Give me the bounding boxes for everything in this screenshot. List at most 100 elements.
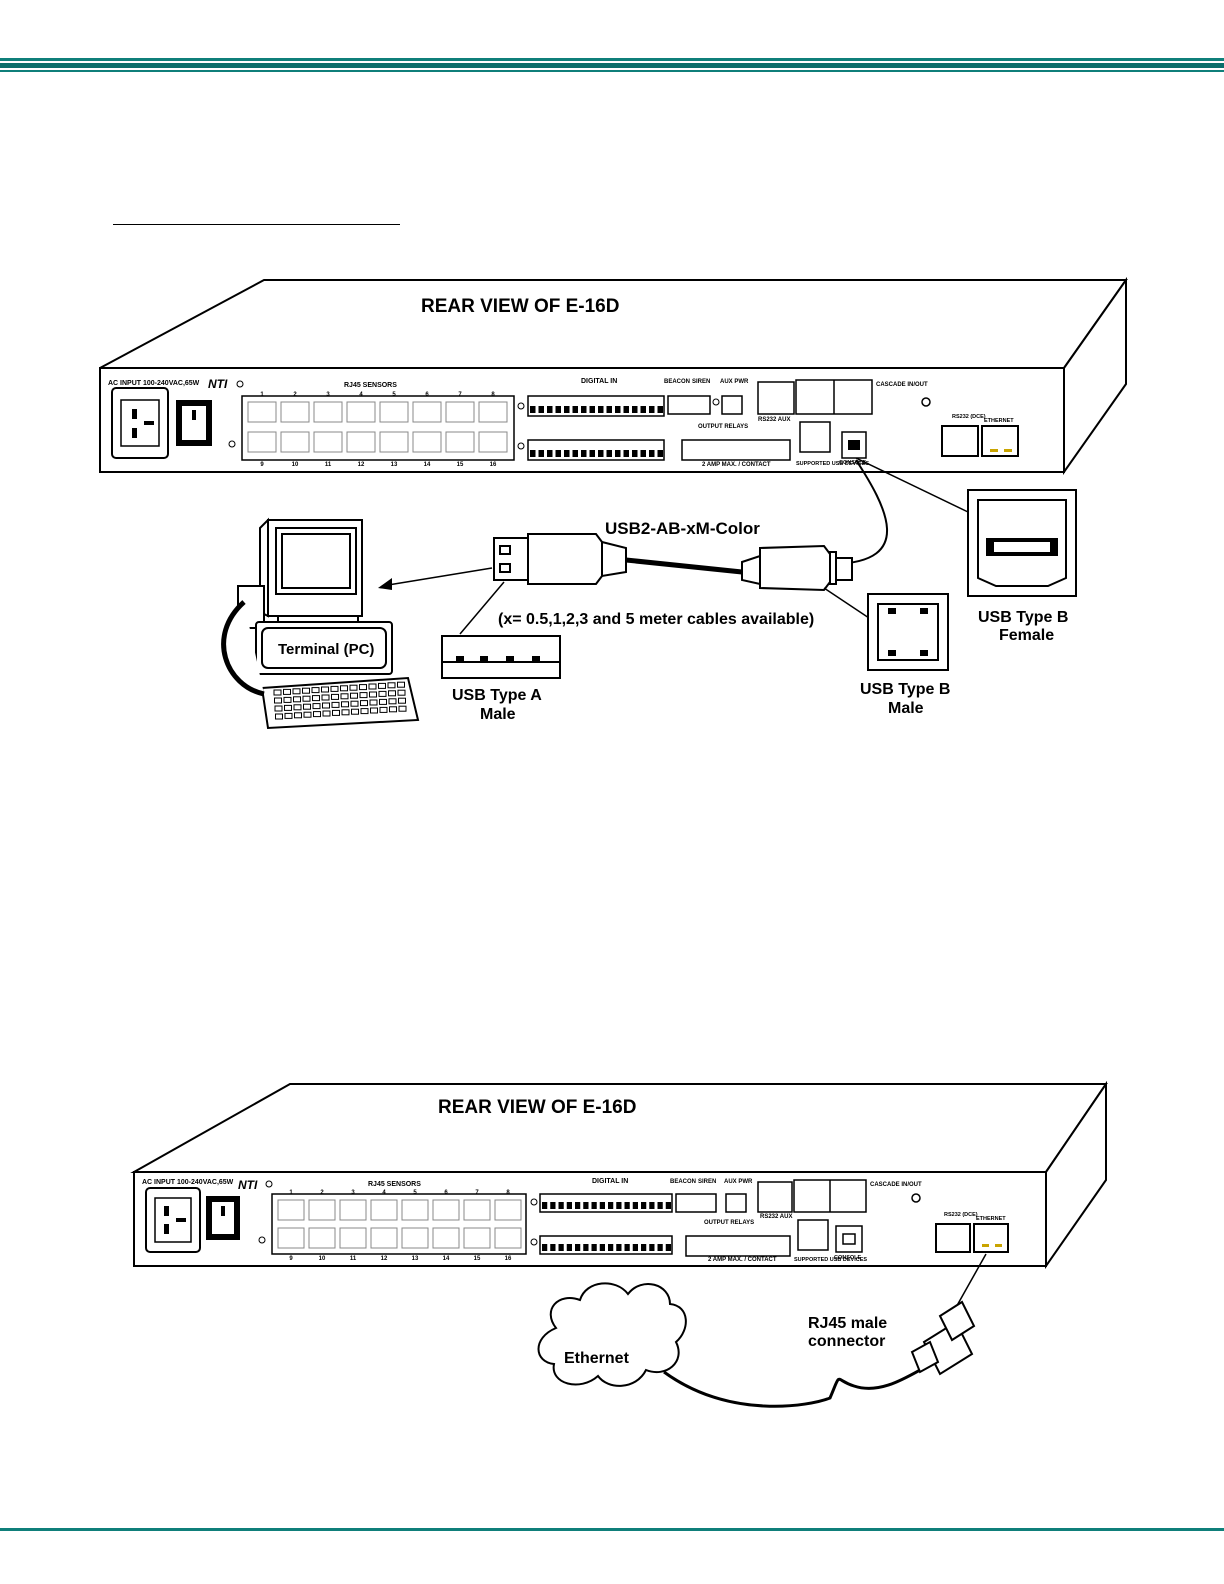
rj45-ports-bottom-row xyxy=(277,1227,522,1249)
ethernet-port-label: ETHERNET xyxy=(976,1216,1006,1222)
terminal-screw xyxy=(547,406,553,413)
terminal-screw xyxy=(566,1244,572,1251)
rj45-sensor-port xyxy=(313,401,343,423)
keyboard-key xyxy=(340,693,349,700)
rj45-sensor-port xyxy=(277,1199,305,1221)
port-number: 12 xyxy=(381,1256,388,1262)
keyboard-key xyxy=(294,712,302,719)
digital-in-terminals-bottom xyxy=(527,439,665,461)
terminal-screw xyxy=(641,1244,647,1251)
port-number: 6 xyxy=(444,1190,448,1196)
terminal-screw xyxy=(657,450,663,457)
keyboard-key xyxy=(350,700,359,707)
header-rule xyxy=(0,58,1224,74)
port-number: 6 xyxy=(425,392,429,398)
rj45-sensors-label: RJ45 SENSORS xyxy=(368,1181,421,1188)
keyboard-key xyxy=(284,704,292,711)
port-number: 7 xyxy=(458,392,462,398)
keyboard-key xyxy=(302,687,310,694)
port-number: 1 xyxy=(260,392,264,398)
section-heading-underline xyxy=(113,224,400,225)
rj45-sensor-port xyxy=(280,431,310,453)
ethernet-cloud xyxy=(537,1282,687,1387)
rj45-sensor-port xyxy=(432,1227,460,1249)
terminal-screw xyxy=(615,450,621,457)
usb-type-b-female-label-line1: USB Type B xyxy=(978,609,1068,626)
terminal-screw xyxy=(632,1244,638,1251)
ethernet-cloud-label: Ethernet xyxy=(564,1350,630,1367)
terminal-screw xyxy=(599,1202,605,1209)
rj45-sensor-port xyxy=(346,431,376,453)
terminal-screw xyxy=(608,1244,614,1251)
ethernet-cable xyxy=(663,1368,921,1408)
keyboard-key xyxy=(303,703,311,710)
rj45-sensor-port xyxy=(445,401,475,423)
usb-type-b-male-label-line1: USB Type B xyxy=(860,681,950,698)
callout-line-female xyxy=(855,457,969,513)
terminal-screw xyxy=(624,1244,630,1251)
siren-label: SIREN xyxy=(698,1179,716,1185)
terminal-screw xyxy=(542,1202,548,1209)
beacon-label: BEACON xyxy=(670,1179,696,1185)
rs232-aux-port xyxy=(757,381,795,415)
rj45-ports-bottom-row xyxy=(247,431,508,453)
ethernet-port-label: ETHERNET xyxy=(984,418,1014,424)
keyboard-key xyxy=(378,690,387,697)
usb-type-a-label-line2: Male xyxy=(480,706,516,723)
keyboard-key xyxy=(397,689,406,696)
beacon-label: BEACON xyxy=(664,379,690,385)
keyboard-key xyxy=(274,705,283,712)
usb-a-contacts xyxy=(456,656,540,661)
terminal-screw xyxy=(606,406,612,413)
rs232-aux-port xyxy=(757,1181,793,1213)
rj45-sensor-port xyxy=(412,431,442,453)
console-label: CONSOLE xyxy=(839,460,867,466)
terminal-screw xyxy=(542,1244,548,1251)
keyboard-key xyxy=(322,710,331,717)
rj45-male-plug xyxy=(910,1300,976,1376)
port-number: 11 xyxy=(325,462,332,468)
terminal-screw xyxy=(615,406,621,413)
terminal-screws xyxy=(530,406,663,457)
rj45-sensor-port xyxy=(432,1199,460,1221)
rj45-ports-top-row xyxy=(277,1199,522,1221)
terminal-screw xyxy=(572,450,578,457)
port-number: 2 xyxy=(320,1190,324,1196)
port-number: 11 xyxy=(350,1256,357,1262)
rj45-sensor-port xyxy=(339,1199,367,1221)
terminal-screw xyxy=(575,1202,581,1209)
two-amp-label: 2 AMP MAX. / CONTACT xyxy=(708,1257,777,1263)
rj45-sensor-port xyxy=(412,401,442,423)
supported-usb-label: SUPPORTED USB DEVICES xyxy=(794,1257,867,1263)
keyboard-key xyxy=(388,690,396,697)
rj45-sensor-port xyxy=(494,1199,522,1221)
usb-cable xyxy=(625,557,743,575)
terminal-screw xyxy=(583,1244,589,1251)
cascade-label: CASCADE IN/OUT xyxy=(876,382,928,388)
port-number: 12 xyxy=(358,462,365,468)
rj45-sensor-port xyxy=(401,1199,429,1221)
terminal-screw xyxy=(530,450,536,457)
terminal-screw xyxy=(555,450,561,457)
rs232-dce-port xyxy=(935,1223,971,1253)
terminal-screw xyxy=(641,1202,647,1209)
terminal-screw xyxy=(649,1244,655,1251)
keyboard-key xyxy=(379,706,388,713)
keyboard-key xyxy=(275,713,283,720)
terminal-screw xyxy=(616,1202,622,1209)
keyboard-key xyxy=(332,709,340,716)
keyboard-key xyxy=(379,698,387,705)
rj45-sensor-port xyxy=(247,401,277,423)
keyboard-key xyxy=(351,708,359,715)
terminal-screw xyxy=(575,1244,581,1251)
figure-ethernet-connection: REAR VIEW OF E-16D AC INPUT 100-240VAC,6… xyxy=(130,1080,1110,1425)
terminal-screw xyxy=(589,450,595,457)
rj45-sensors-label: RJ45 SENSORS xyxy=(344,382,397,389)
rj45-sensor-port xyxy=(478,431,508,453)
terminal-screw xyxy=(581,406,587,413)
nti-logo: NTI xyxy=(238,1178,258,1192)
terminal-screw xyxy=(589,406,595,413)
port-number: 13 xyxy=(391,462,398,468)
port-number: 14 xyxy=(424,462,431,468)
